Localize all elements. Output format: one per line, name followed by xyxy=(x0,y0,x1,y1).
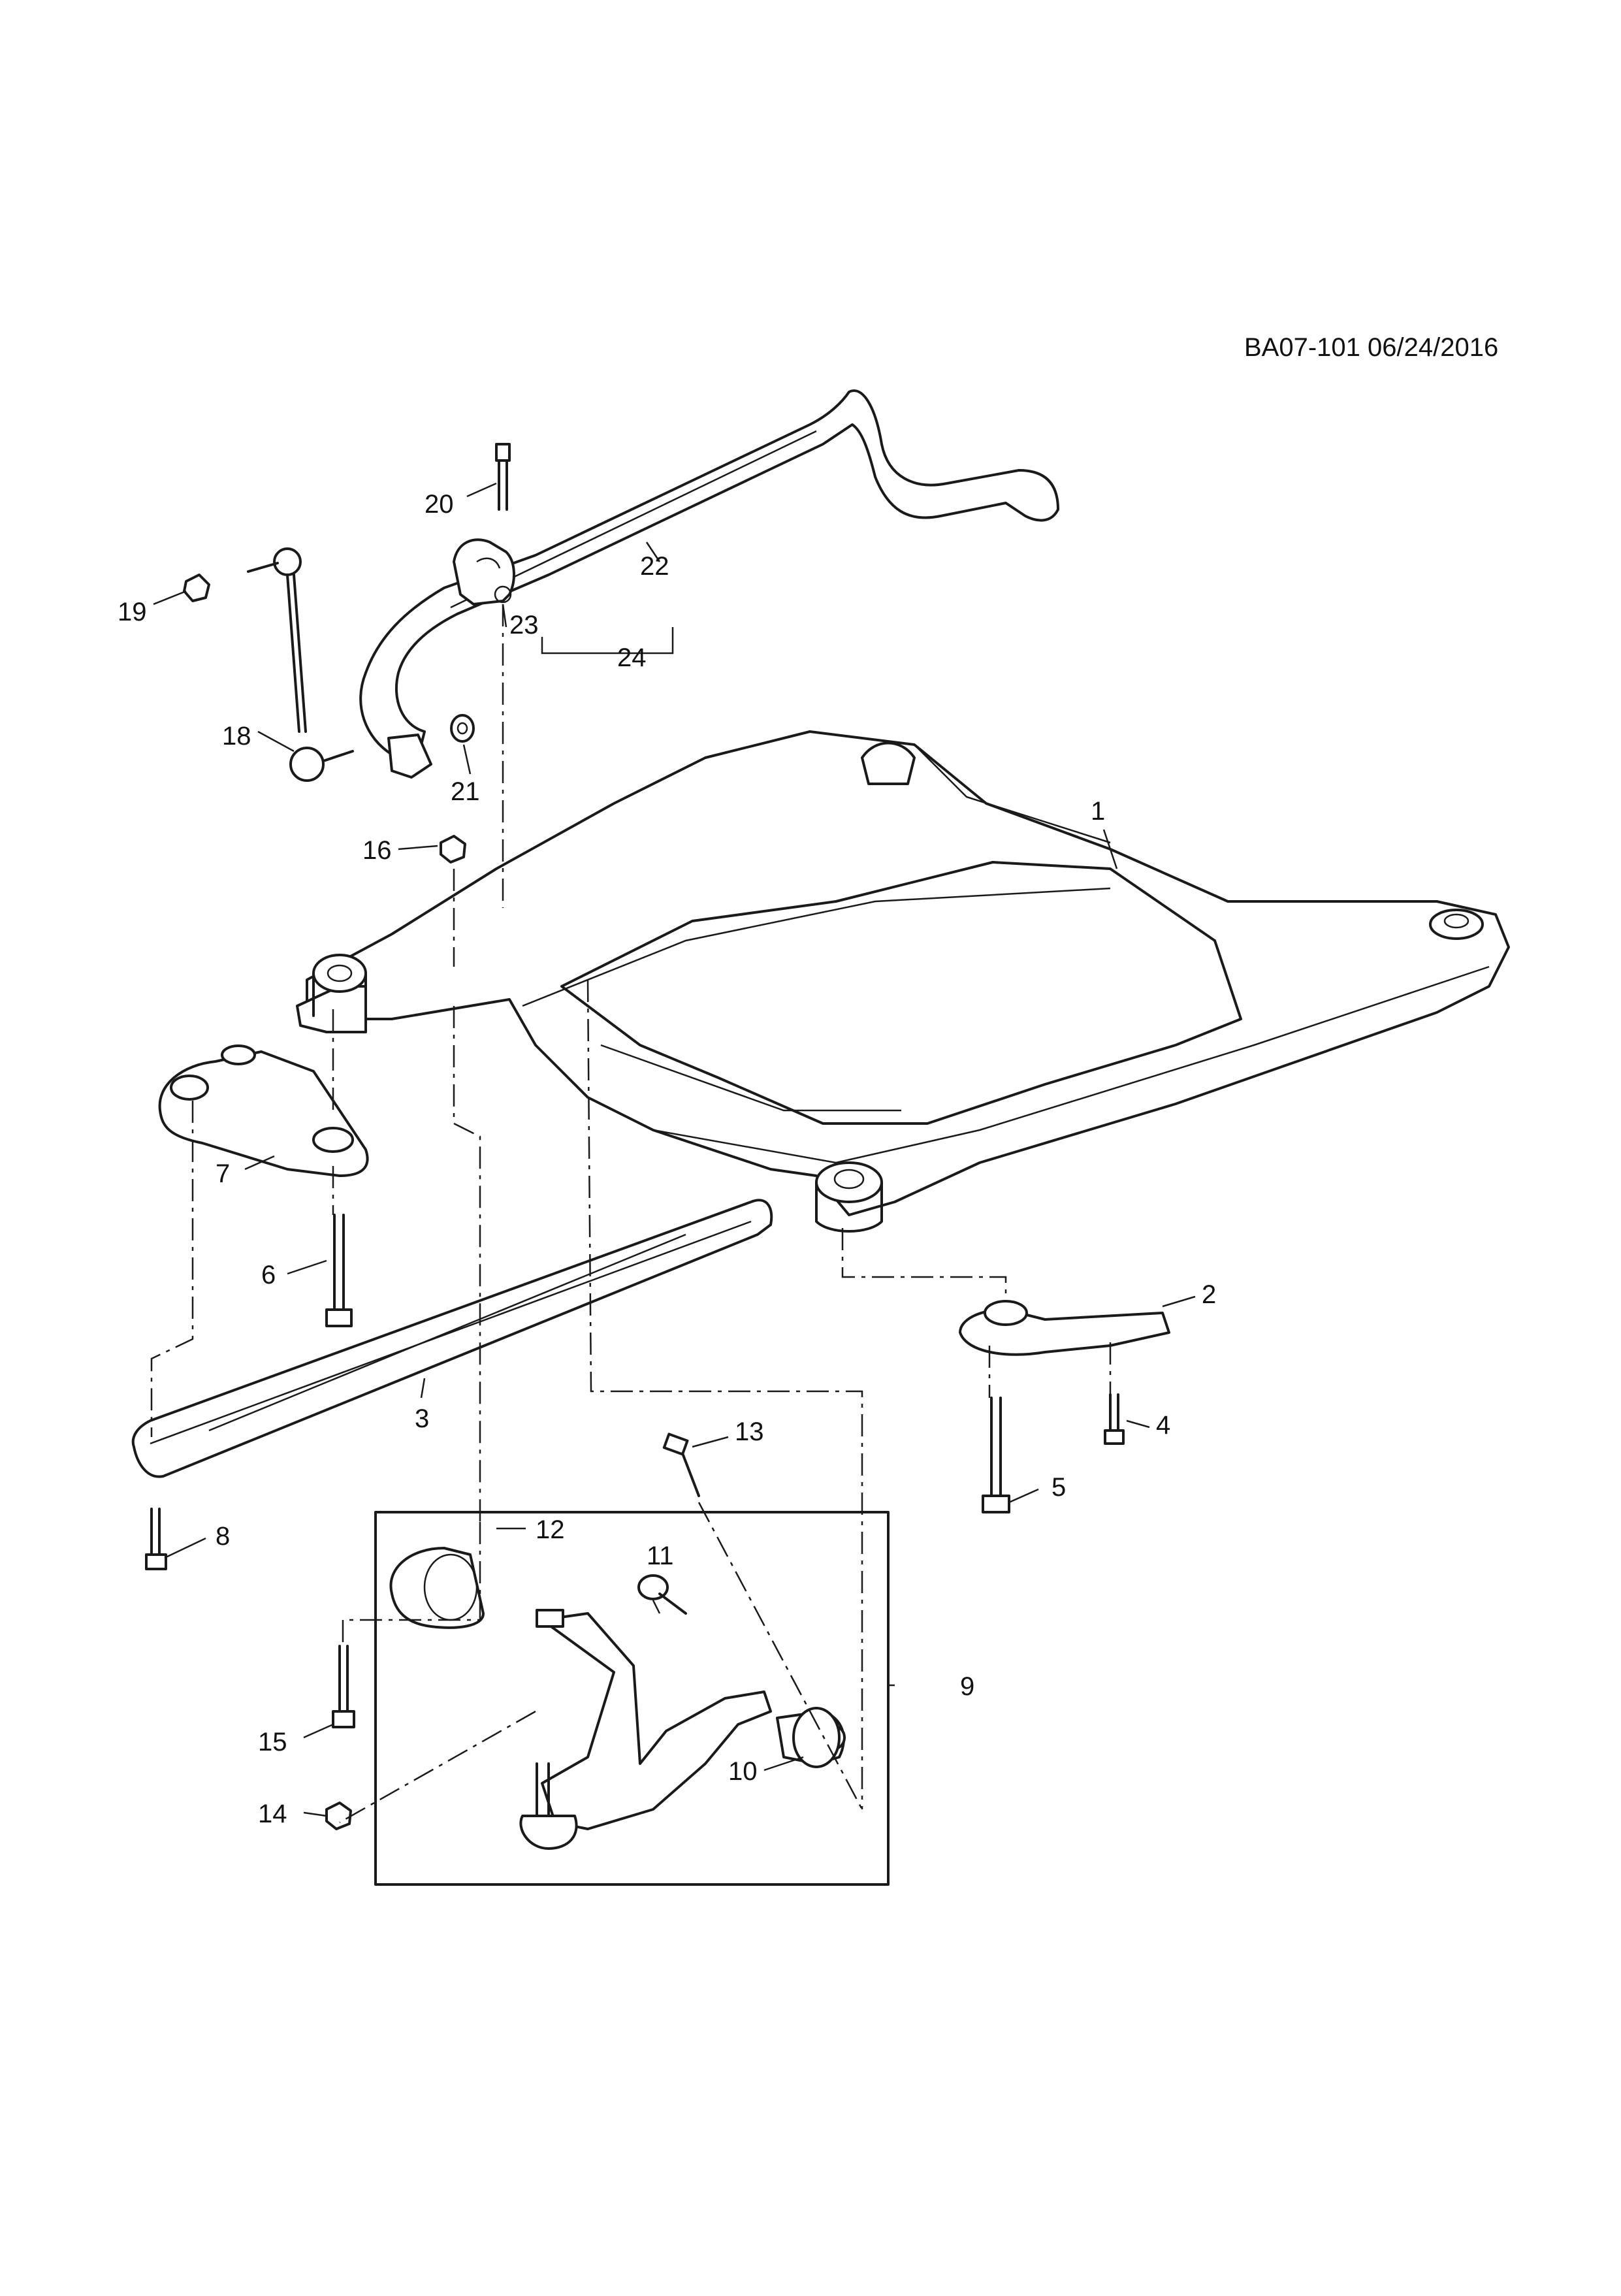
callout-9: 9 xyxy=(960,1672,974,1701)
washer-11 xyxy=(637,1574,687,1615)
callout-21: 21 xyxy=(451,777,480,806)
callout-19: 19 xyxy=(118,598,147,626)
assembly-lines xyxy=(150,604,1112,1824)
control-arm-box xyxy=(374,1511,890,1886)
callout-18: 18 xyxy=(222,722,251,751)
callout-1: 1 xyxy=(1091,797,1105,826)
tie-bar xyxy=(131,1199,773,1478)
diagram-reference: BA07-101 06/24/2016 xyxy=(1244,333,1499,362)
callout-8: 8 xyxy=(216,1522,230,1551)
callout-20: 20 xyxy=(425,490,454,519)
leader-lines xyxy=(153,482,1196,1817)
callout-3: 3 xyxy=(415,1404,429,1433)
callout-16: 16 xyxy=(362,836,392,865)
bolt-6 xyxy=(325,1214,353,1327)
bolt-13 xyxy=(662,1432,700,1497)
callout-22: 22 xyxy=(640,552,669,581)
control-arm xyxy=(389,1547,846,1850)
bolt-15 xyxy=(332,1645,355,1728)
stabilizer-link xyxy=(247,547,354,782)
callout-15: 15 xyxy=(258,1728,287,1756)
callout-7: 7 xyxy=(216,1159,230,1188)
nut-19 xyxy=(183,574,210,602)
nut-14 xyxy=(325,1802,352,1830)
callout-5: 5 xyxy=(1051,1473,1066,1502)
callout-23: 23 xyxy=(509,611,539,639)
callout-14: 14 xyxy=(258,1800,287,1828)
callout-4: 4 xyxy=(1156,1411,1170,1440)
mount-bracket-7 xyxy=(158,1044,369,1177)
callout-6: 6 xyxy=(261,1261,276,1289)
bolt-8 xyxy=(145,1508,167,1570)
callout-24: 24 xyxy=(617,643,647,672)
stabilizer-bushing-clamp xyxy=(453,538,515,606)
callouts: 1 2 3 4 5 6 7 8 9 10 11 12 13 14 15 16 1… xyxy=(118,490,1216,1828)
callout-11: 11 xyxy=(647,1542,674,1570)
subframe xyxy=(296,730,1510,1233)
callout-12: 12 xyxy=(536,1515,565,1544)
bolt-4 xyxy=(1104,1393,1125,1445)
callout-13: 13 xyxy=(735,1417,764,1446)
callout-2: 2 xyxy=(1202,1280,1216,1309)
nut-16 xyxy=(440,835,466,864)
bolt-20 xyxy=(495,443,511,511)
callout-10: 10 xyxy=(728,1757,758,1786)
bushing-10 xyxy=(792,1707,841,1768)
mount-bracket-2 xyxy=(959,1300,1170,1356)
bolt-5 xyxy=(982,1397,1010,1513)
nut-21 xyxy=(450,714,475,743)
